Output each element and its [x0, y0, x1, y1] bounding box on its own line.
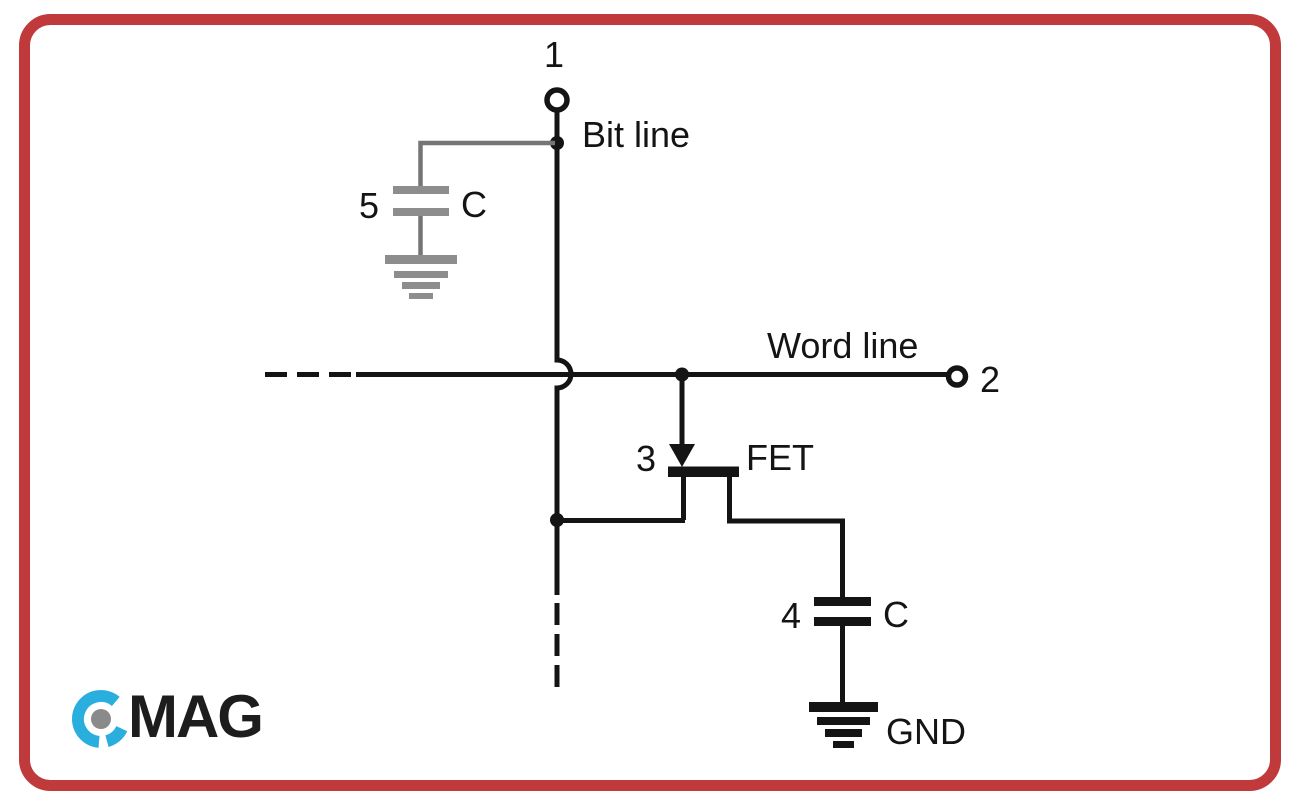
fet-drain-wire: [727, 477, 845, 598]
terminal-2-node: [945, 365, 969, 388]
capacitor-5-plate-bottom: [393, 208, 449, 216]
ground-bar: [402, 282, 440, 289]
junction-dot: [550, 136, 564, 150]
ground-symbol-gray: [385, 255, 457, 299]
fet-ref-label: 3: [636, 438, 656, 479]
terminal-1-label: 1: [544, 34, 564, 75]
ground-bar: [394, 271, 448, 278]
fet-label: FET: [746, 437, 814, 478]
logo-wordmark: MAG: [128, 683, 262, 750]
ground-bar: [409, 293, 433, 299]
cap4-ref-label: 4: [781, 595, 801, 636]
pcmag-logo: MAG: [72, 683, 264, 750]
terminal-2-label: 2: [980, 359, 1000, 400]
bit-line-label: Bit line: [582, 114, 690, 155]
capacitor-4-plate-bottom: [814, 617, 871, 626]
ground-bar: [833, 741, 854, 748]
ground-bar: [817, 717, 870, 725]
ground-bar: [809, 702, 878, 712]
ground-bar: [385, 255, 457, 264]
capacitor-5-plate-top: [393, 186, 449, 194]
word-line-label: Word line: [767, 325, 918, 366]
pcmag-pc-monogram-icon: [105, 725, 128, 747]
cap5-c-label: C: [461, 184, 487, 225]
cap5-top-wire: [418, 140, 555, 186]
capacitor-4-plate-top: [814, 597, 871, 606]
pcmag-pc-monogram-icon: [72, 690, 120, 748]
cap4-c-label: C: [883, 594, 909, 635]
cap5-ref-label: 5: [359, 185, 379, 226]
ground-bar: [825, 729, 862, 737]
ground-symbol-gnd: [809, 702, 878, 748]
fet-gate-bar: [668, 466, 739, 477]
gate-arrow-icon: [669, 444, 695, 467]
logo-dot-icon: [91, 709, 111, 729]
terminal-1-node: [544, 87, 570, 113]
red-border-frame: [19, 14, 1281, 791]
gnd-label: GND: [886, 711, 966, 752]
